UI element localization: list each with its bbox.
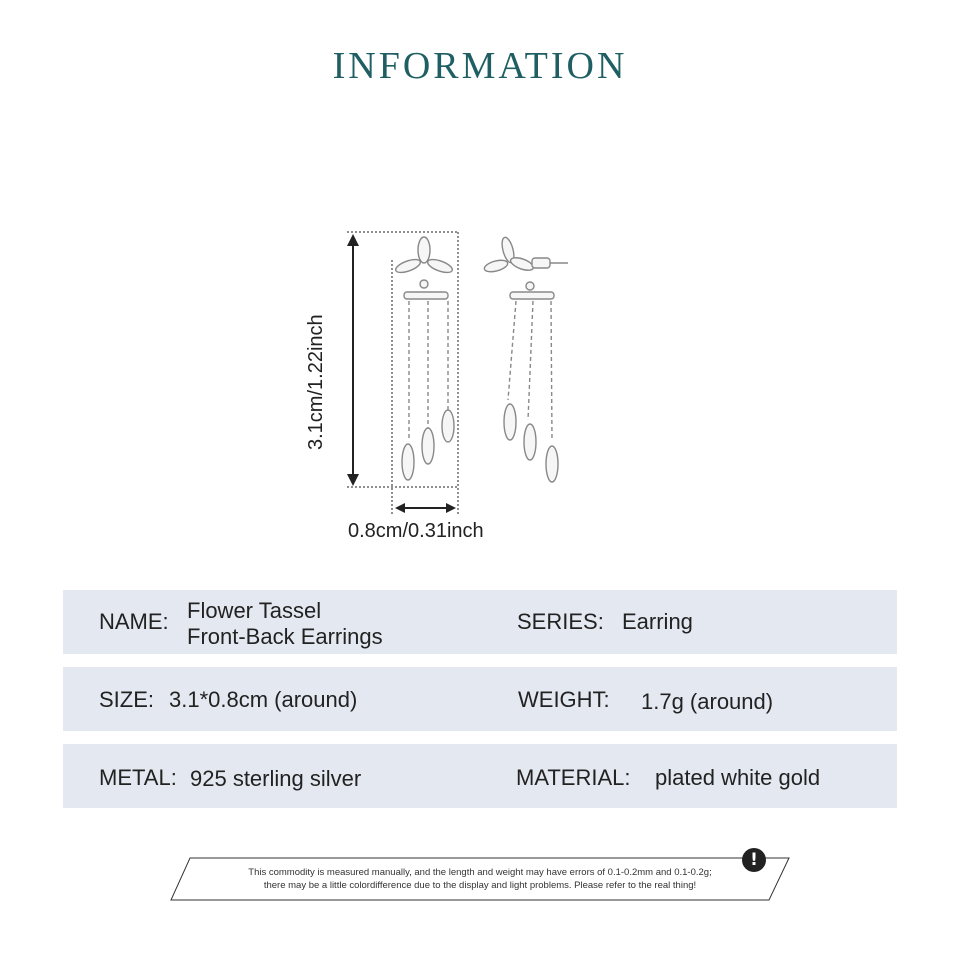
disclaimer-text: This commodity is measured manually, and… — [170, 866, 790, 892]
material-label: MATERIAL: — [516, 765, 631, 790]
size-label: SIZE: — [99, 687, 155, 712]
disclaimer-line-1: This commodity is measured manually, and… — [248, 867, 712, 878]
page-title: INFORMATION — [332, 45, 628, 87]
side-earring — [483, 236, 568, 483]
spec-row-size-weight: SIZE: 3.1*0.8cm (around) WEIGHT: 1.7g (a… — [63, 667, 897, 731]
series-value: Earring — [622, 609, 693, 634]
earring-product-image — [347, 231, 568, 515]
metal-label: METAL: — [99, 765, 177, 790]
name-label: NAME: — [99, 609, 169, 634]
weight-value: 1.7g (around) — [641, 689, 774, 714]
metal-value: 925 sterling silver — [190, 766, 362, 791]
height-dimension-label: 3.1cm/1.22inch — [305, 314, 327, 450]
weight-label: WEIGHT: — [518, 687, 610, 712]
spec-row-name-series: NAME: Flower Tassel Front-Back Earrings … — [63, 590, 897, 654]
measurement-disclaimer: This commodity is measured manually, and… — [170, 857, 790, 901]
name-value-line1: Flower Tassel — [187, 598, 322, 623]
width-dimension-label: 0.8cm/0.31inch — [348, 520, 484, 542]
series-label: SERIES: — [517, 609, 604, 634]
front-earring — [394, 236, 455, 481]
exclamation-icon: ! — [742, 848, 766, 872]
disclaimer-line-2: there may be a little colordifference du… — [263, 880, 697, 891]
spec-row-metal-material: METAL: 925 sterling silver MATERIAL: pla… — [63, 744, 897, 808]
disclaimer-frame — [170, 857, 790, 901]
size-value: 3.1*0.8cm (around) — [169, 687, 358, 712]
dimension-lines — [347, 231, 459, 515]
name-value-line2: Front-Back Earrings — [187, 624, 383, 649]
material-value: plated white gold — [655, 765, 821, 790]
